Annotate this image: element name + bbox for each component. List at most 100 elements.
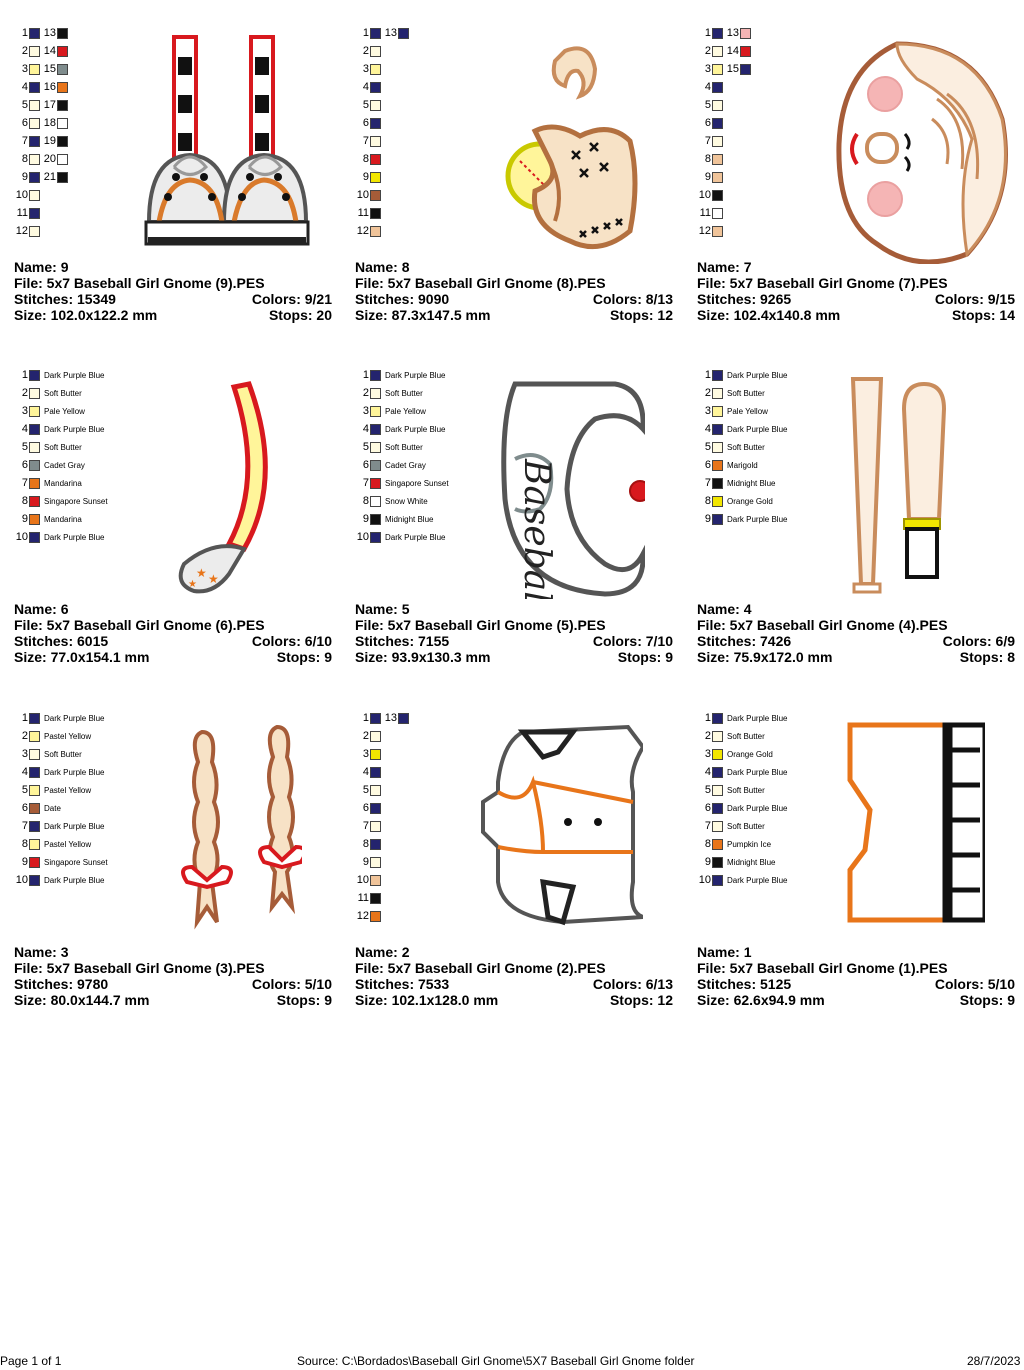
color-swatch: 13 <box>383 24 409 42</box>
design-size-right: Stops: 12 <box>610 307 673 323</box>
hat-brim-icon <box>164 374 284 594</box>
color-swatch: 13 <box>725 24 751 42</box>
color-swatch: 5 <box>697 96 723 114</box>
swatch-number: 2 <box>362 45 369 57</box>
swatch-color-box <box>712 441 723 453</box>
color-swatch: 12 <box>14 222 40 240</box>
design-name: Name: 1 <box>697 944 1015 960</box>
color-swatch: 1 Dark Purple Blue <box>697 709 788 727</box>
swatch-number: 1 <box>704 712 711 724</box>
swatch-color-box <box>712 207 723 219</box>
swatch-color-box <box>29 135 40 147</box>
swatch-number: 6 <box>362 117 369 129</box>
swatch-thread-name: Soft Butter <box>727 785 765 795</box>
color-swatch: 1 <box>355 709 381 727</box>
swatch-number: 11 <box>16 207 28 219</box>
color-swatch: 11 <box>355 889 381 907</box>
design-file-value: 5x7 Baseball Girl Gnome (1).PES <box>729 960 948 976</box>
swatch-number: 4 <box>21 423 28 435</box>
swatch-color-box <box>370 838 381 850</box>
swatch-number: 8 <box>704 495 711 507</box>
swatch-thread-name: Pale Yellow <box>385 406 426 416</box>
swatch-color-box <box>57 117 68 129</box>
swatch-number: 3 <box>362 748 369 760</box>
design-stitches-value: 5125 <box>760 976 792 992</box>
swatch-color-box <box>712 513 723 525</box>
design-file-label: File: <box>355 275 384 291</box>
design-size-right-value: 14 <box>999 307 1015 323</box>
swatch-number: 3 <box>362 63 369 75</box>
swatch-number: 10 <box>15 189 28 201</box>
swatch-color-box <box>712 874 723 886</box>
design-name-value: 5 <box>401 601 410 617</box>
design-size-right-label: Stops: <box>959 649 1004 665</box>
swatch-color-box <box>29 27 40 39</box>
design-name-value: 6 <box>60 601 69 617</box>
color-swatch: 4 <box>355 78 381 96</box>
design-size-right: Stops: 9 <box>277 992 332 1008</box>
design-size-label: Size: <box>355 307 388 323</box>
swatch-number: 15 <box>726 63 739 75</box>
swatch-thread-name: Pastel Yellow <box>44 785 92 795</box>
swatch-thread-name: Dark Purple Blue <box>727 713 788 723</box>
color-swatch: 12 <box>355 222 381 240</box>
color-swatch: 3 <box>14 60 40 78</box>
design-stitches-right-label: Colors: <box>592 976 642 992</box>
swatch-thread-name: Singapore Sunset <box>44 496 108 506</box>
color-swatch: 13 <box>383 709 409 727</box>
swatch-number: 18 <box>43 117 56 129</box>
color-swatch: 21 <box>42 168 68 186</box>
swatch-thread-name: Midnight Blue <box>727 478 776 488</box>
design-size-value: 102.1x128.0 mm <box>391 992 499 1008</box>
design-name: Name: 3 <box>14 944 332 960</box>
swatch-color-box <box>29 189 40 201</box>
swatch-thread-name: Dark Purple Blue <box>385 370 446 380</box>
design-size-right-value: 9 <box>324 649 332 665</box>
swatch-thread-name: Dark Purple Blue <box>727 514 788 524</box>
print-date: 28/7/2023 <box>967 1354 1021 1368</box>
color-swatch: 3 <box>355 60 381 78</box>
design-name-value: 2 <box>401 944 410 960</box>
design-name-label: Name: <box>697 259 740 275</box>
color-swatch: 6 <box>355 114 381 132</box>
swatch-number: 7 <box>704 135 711 147</box>
swatch-number: 12 <box>15 225 28 237</box>
design-file-value: 5x7 Baseball Girl Gnome (6).PES <box>46 617 265 633</box>
design-stitches-label: Stitches: <box>697 633 757 649</box>
swatch-number: 3 <box>704 405 711 417</box>
swatch-number: 13 <box>726 27 739 39</box>
glove-icon <box>500 36 640 256</box>
swatch-color-box <box>29 63 40 75</box>
color-swatch: 7 <box>355 817 381 835</box>
design-file-label: File: <box>697 617 726 633</box>
design-stitches-right-value: 6/13 <box>645 976 673 992</box>
swatch-number: 9 <box>362 513 369 525</box>
design-name: Name: 7 <box>697 259 1015 275</box>
swatch-thread-name: Dark Purple Blue <box>385 424 446 434</box>
design-stitches-value: 7426 <box>760 633 792 649</box>
design-stitches-label: Stitches: <box>697 976 757 992</box>
swatch-number: 7 <box>21 135 28 147</box>
swatch-thread-name: Snow White <box>385 496 428 506</box>
design-file-label: File: <box>355 960 384 976</box>
swatch-color-box <box>370 27 381 39</box>
swatch-color-box <box>370 459 381 471</box>
swatch-color-box <box>712 27 723 39</box>
swatch-number: 7 <box>362 820 369 832</box>
swatch-number: 4 <box>704 423 711 435</box>
